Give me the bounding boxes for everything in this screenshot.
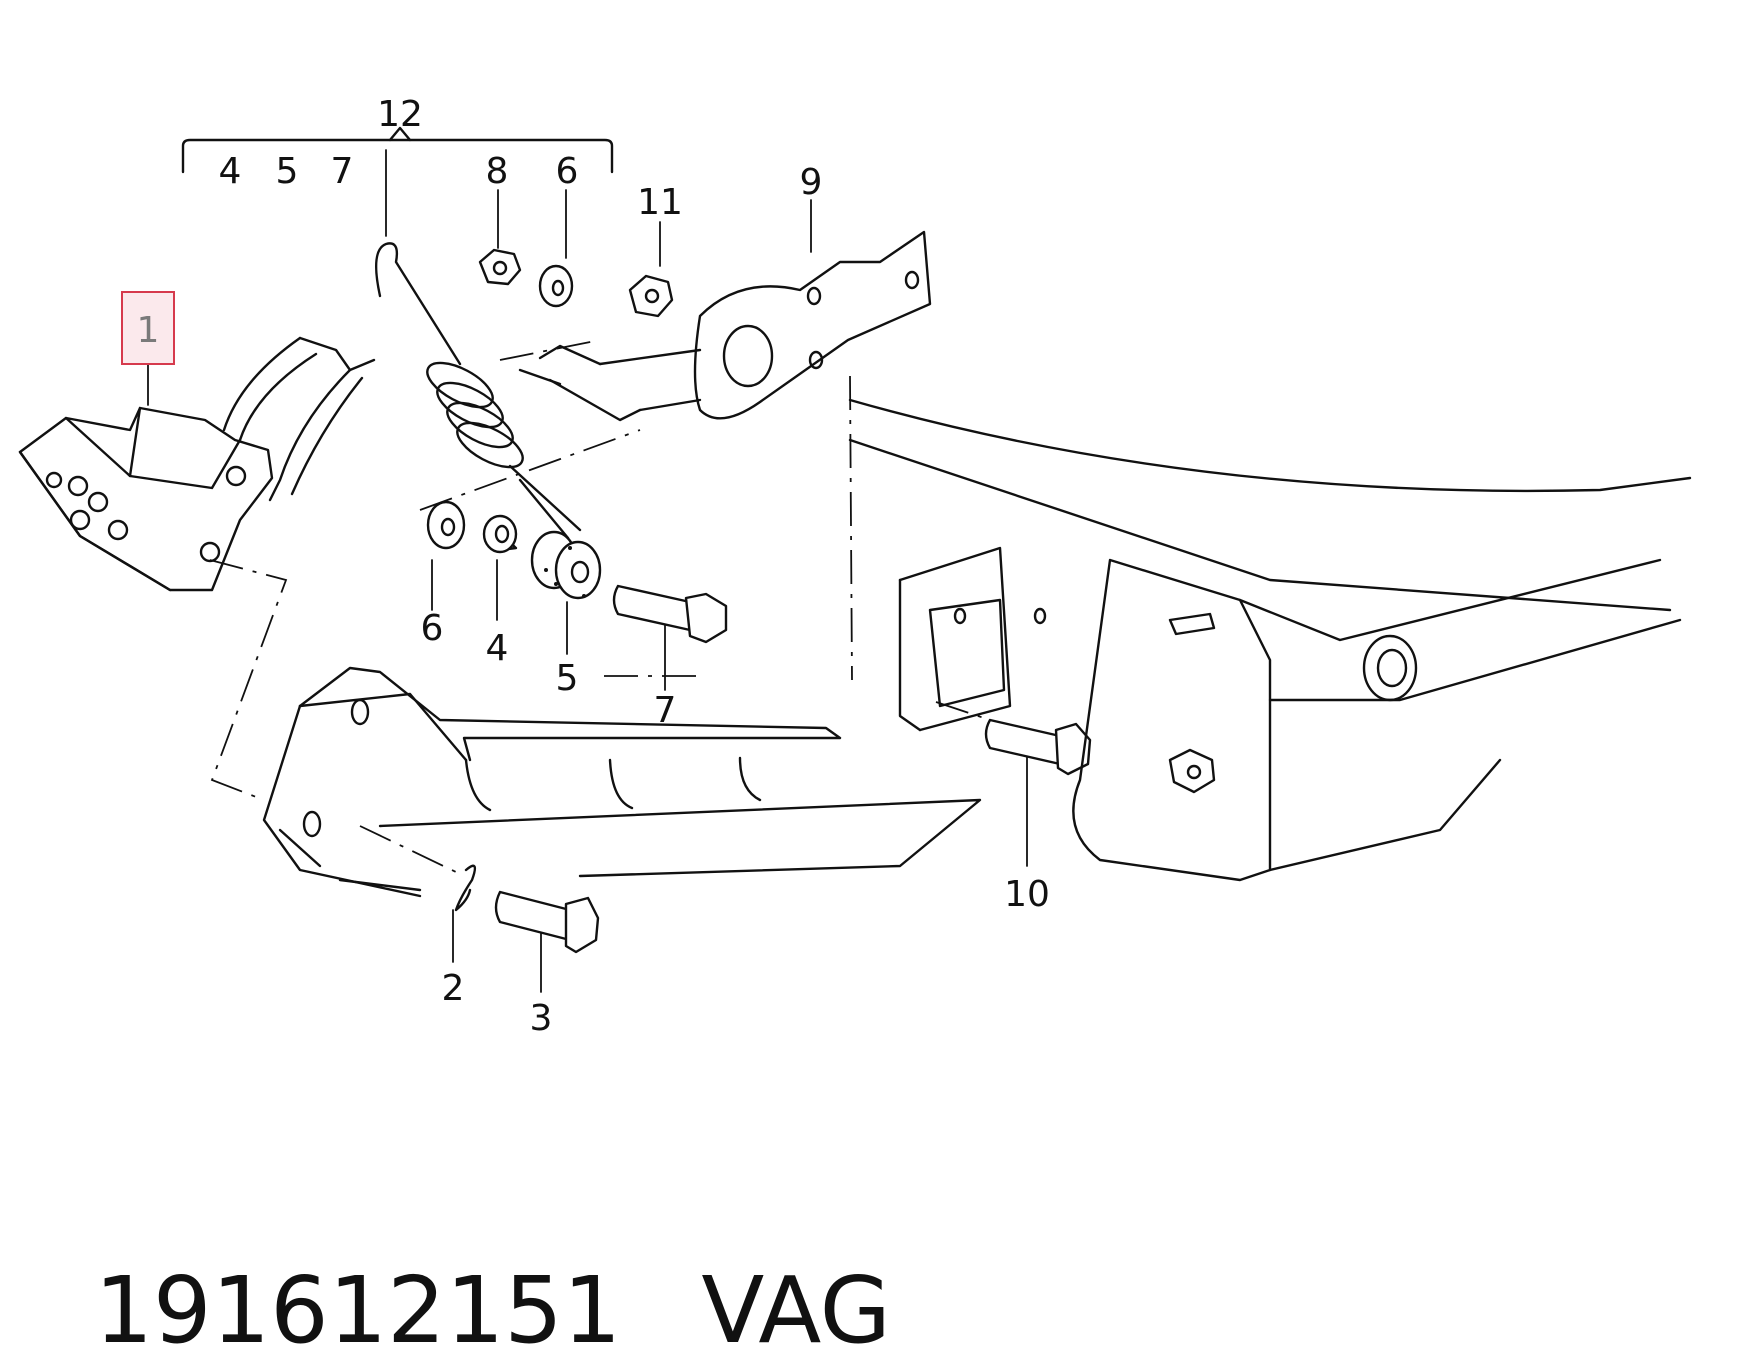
strap [222,336,376,502]
highlight-box-1 [121,291,175,365]
nut-8 [478,248,522,286]
lever-arm-9 [518,230,932,422]
callout-10[interactable]: 10 [1004,874,1050,915]
bolt-10 [984,718,1092,776]
callout-11[interactable]: 11 [637,182,683,223]
lower-bracket [262,666,982,898]
group-member-6: 6 [556,151,579,192]
group-bracket [181,126,614,174]
bracket-plate-part [18,406,274,592]
bolt-3 [494,890,600,954]
group-member-7: 7 [331,151,354,192]
parts-diagram: 12 4 5 7 8 6 [18,94,1692,1039]
bushing-5 [530,530,602,600]
spacer-4 [482,514,518,554]
part-number: 191612151 [94,1257,622,1364]
group-member-4: 4 [219,151,242,192]
group-member-8: 8 [486,151,509,192]
frame-axle [848,398,1692,882]
callout-7[interactable]: 7 [654,690,677,731]
assembly-lines [209,339,991,873]
callout-5[interactable]: 5 [556,658,579,699]
clip-2 [454,864,477,912]
nut-11 [628,274,674,318]
bolt-7 [612,584,728,644]
callout-3[interactable]: 3 [530,998,553,1039]
washer-6-top [538,264,574,308]
brand-name: VAG [701,1257,891,1364]
callout-1[interactable]: 1 [137,310,160,351]
callout-12: 12 [377,94,423,135]
return-spring [374,242,582,540]
leader-lines [147,149,1028,993]
callout-4[interactable]: 4 [486,628,509,669]
washer-6-bottom [426,500,466,550]
footer: 191612151 VAG [36,1150,891,1364]
group-member-5: 5 [276,151,299,192]
callout-2[interactable]: 2 [442,968,465,1009]
callout-9[interactable]: 9 [800,162,823,203]
callout-6-bottom[interactable]: 6 [421,608,444,649]
